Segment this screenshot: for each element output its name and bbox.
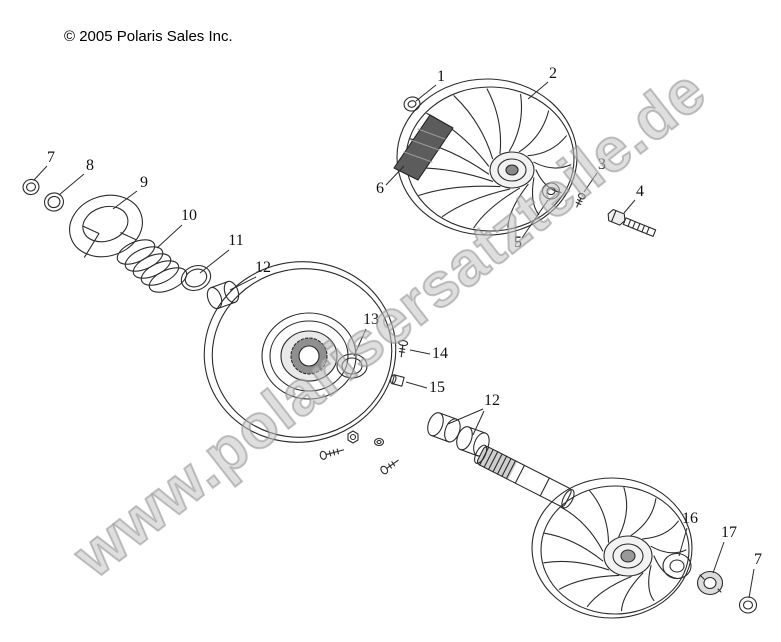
fan-blade bbox=[486, 88, 502, 154]
cam-cup-9 bbox=[69, 194, 143, 258]
washer-5 bbox=[541, 182, 561, 200]
belt-wedge bbox=[393, 114, 454, 181]
fan-blade bbox=[507, 183, 529, 228]
callout-number: 2 bbox=[549, 65, 557, 82]
callout-number: 5 bbox=[514, 234, 522, 251]
stud-3 bbox=[575, 192, 586, 208]
callout-number: 12 bbox=[255, 259, 271, 276]
callout-leader-line bbox=[199, 249, 230, 274]
callout-leader-line bbox=[712, 541, 725, 574]
fan-blade bbox=[586, 576, 632, 608]
callout-number: 15 bbox=[429, 379, 445, 396]
small-nut bbox=[347, 430, 359, 444]
ring-8 bbox=[43, 192, 65, 212]
fan-blade bbox=[473, 187, 520, 229]
fan-blade bbox=[441, 188, 511, 218]
callout-number: 6 bbox=[376, 180, 384, 197]
fan-blade bbox=[648, 565, 655, 602]
fan-blade bbox=[650, 545, 687, 554]
fan-blade bbox=[418, 185, 501, 196]
callout-leader-line bbox=[353, 328, 367, 357]
callout-leader-line bbox=[112, 190, 138, 210]
callout-leader-line bbox=[385, 165, 405, 186]
fan-blade bbox=[618, 487, 628, 538]
ring-11 bbox=[180, 264, 212, 292]
callout-leader-line bbox=[623, 199, 636, 214]
callout-leader-line bbox=[33, 165, 48, 181]
callout-number: 11 bbox=[228, 232, 243, 249]
callout-leader-line bbox=[409, 349, 431, 355]
spacer-15 bbox=[390, 374, 405, 387]
callout-number: 3 bbox=[598, 156, 606, 173]
callout-leader-line bbox=[415, 84, 437, 102]
retainer-ring-13 bbox=[336, 353, 368, 379]
movable-sheave-disc bbox=[203, 261, 397, 443]
callout-number: 17 bbox=[721, 524, 737, 541]
main-shaft bbox=[474, 444, 575, 509]
fan-blades-top bbox=[407, 88, 572, 229]
callout-leader-line bbox=[229, 276, 257, 291]
callout-number: 8 bbox=[86, 157, 94, 174]
washer-16 bbox=[662, 552, 692, 580]
small-screw-b bbox=[380, 459, 399, 475]
ring-7b bbox=[738, 596, 758, 614]
callout-leader-line bbox=[527, 81, 549, 100]
fan-blade bbox=[543, 560, 610, 571]
callout-leader-line bbox=[156, 224, 183, 249]
fan-blade bbox=[642, 520, 679, 540]
fan-blade bbox=[531, 177, 540, 216]
spring-10 bbox=[116, 239, 188, 293]
spring-washer-17 bbox=[696, 570, 724, 596]
fan-blade bbox=[535, 169, 562, 194]
bushing-12a bbox=[206, 280, 240, 310]
callout-number: 9 bbox=[140, 174, 148, 191]
bolt-4 bbox=[607, 208, 657, 237]
small-screw-a bbox=[319, 448, 345, 460]
fan-blade bbox=[508, 93, 523, 152]
callout-number: 7 bbox=[754, 551, 762, 568]
callout-leader-line bbox=[472, 410, 485, 436]
callout-leader-line bbox=[521, 199, 549, 239]
callout-number: 4 bbox=[636, 183, 644, 200]
ring-7a bbox=[22, 178, 40, 196]
fan-blade bbox=[543, 532, 604, 562]
callout-leader-line bbox=[405, 381, 428, 389]
screw-14 bbox=[398, 339, 409, 358]
small-washer bbox=[373, 437, 385, 447]
fan-blade bbox=[558, 574, 620, 590]
fan-blade bbox=[453, 95, 494, 160]
callout-number: 1 bbox=[437, 68, 445, 85]
fan-blade bbox=[630, 498, 657, 536]
drive-clutch-pulley bbox=[396, 78, 578, 236]
fan-blade bbox=[560, 506, 604, 552]
callout-leader-line bbox=[447, 408, 484, 425]
fan-blade bbox=[518, 110, 550, 153]
fan-blade bbox=[527, 135, 567, 157]
callout-leader-line bbox=[58, 173, 85, 196]
callout-number: 16 bbox=[682, 510, 698, 527]
fan-blade bbox=[589, 490, 610, 543]
mount-hardware bbox=[319, 430, 399, 475]
callout-number: 12 bbox=[484, 392, 500, 409]
callout-leader-line bbox=[678, 527, 688, 557]
fan-blade bbox=[620, 572, 644, 612]
callout-leader-line bbox=[583, 172, 598, 193]
callout-number: 14 bbox=[432, 345, 448, 362]
callout-number: 10 bbox=[181, 207, 197, 224]
callout-number: 7 bbox=[47, 149, 55, 166]
washer-1 bbox=[403, 96, 421, 112]
fan-blade bbox=[533, 161, 572, 169]
callout-number: 13 bbox=[363, 311, 379, 328]
driven-clutch-cover bbox=[531, 477, 693, 619]
callout-leader-line bbox=[748, 568, 755, 599]
copyright-text: © 2005 Polaris Sales Inc. bbox=[64, 28, 233, 45]
